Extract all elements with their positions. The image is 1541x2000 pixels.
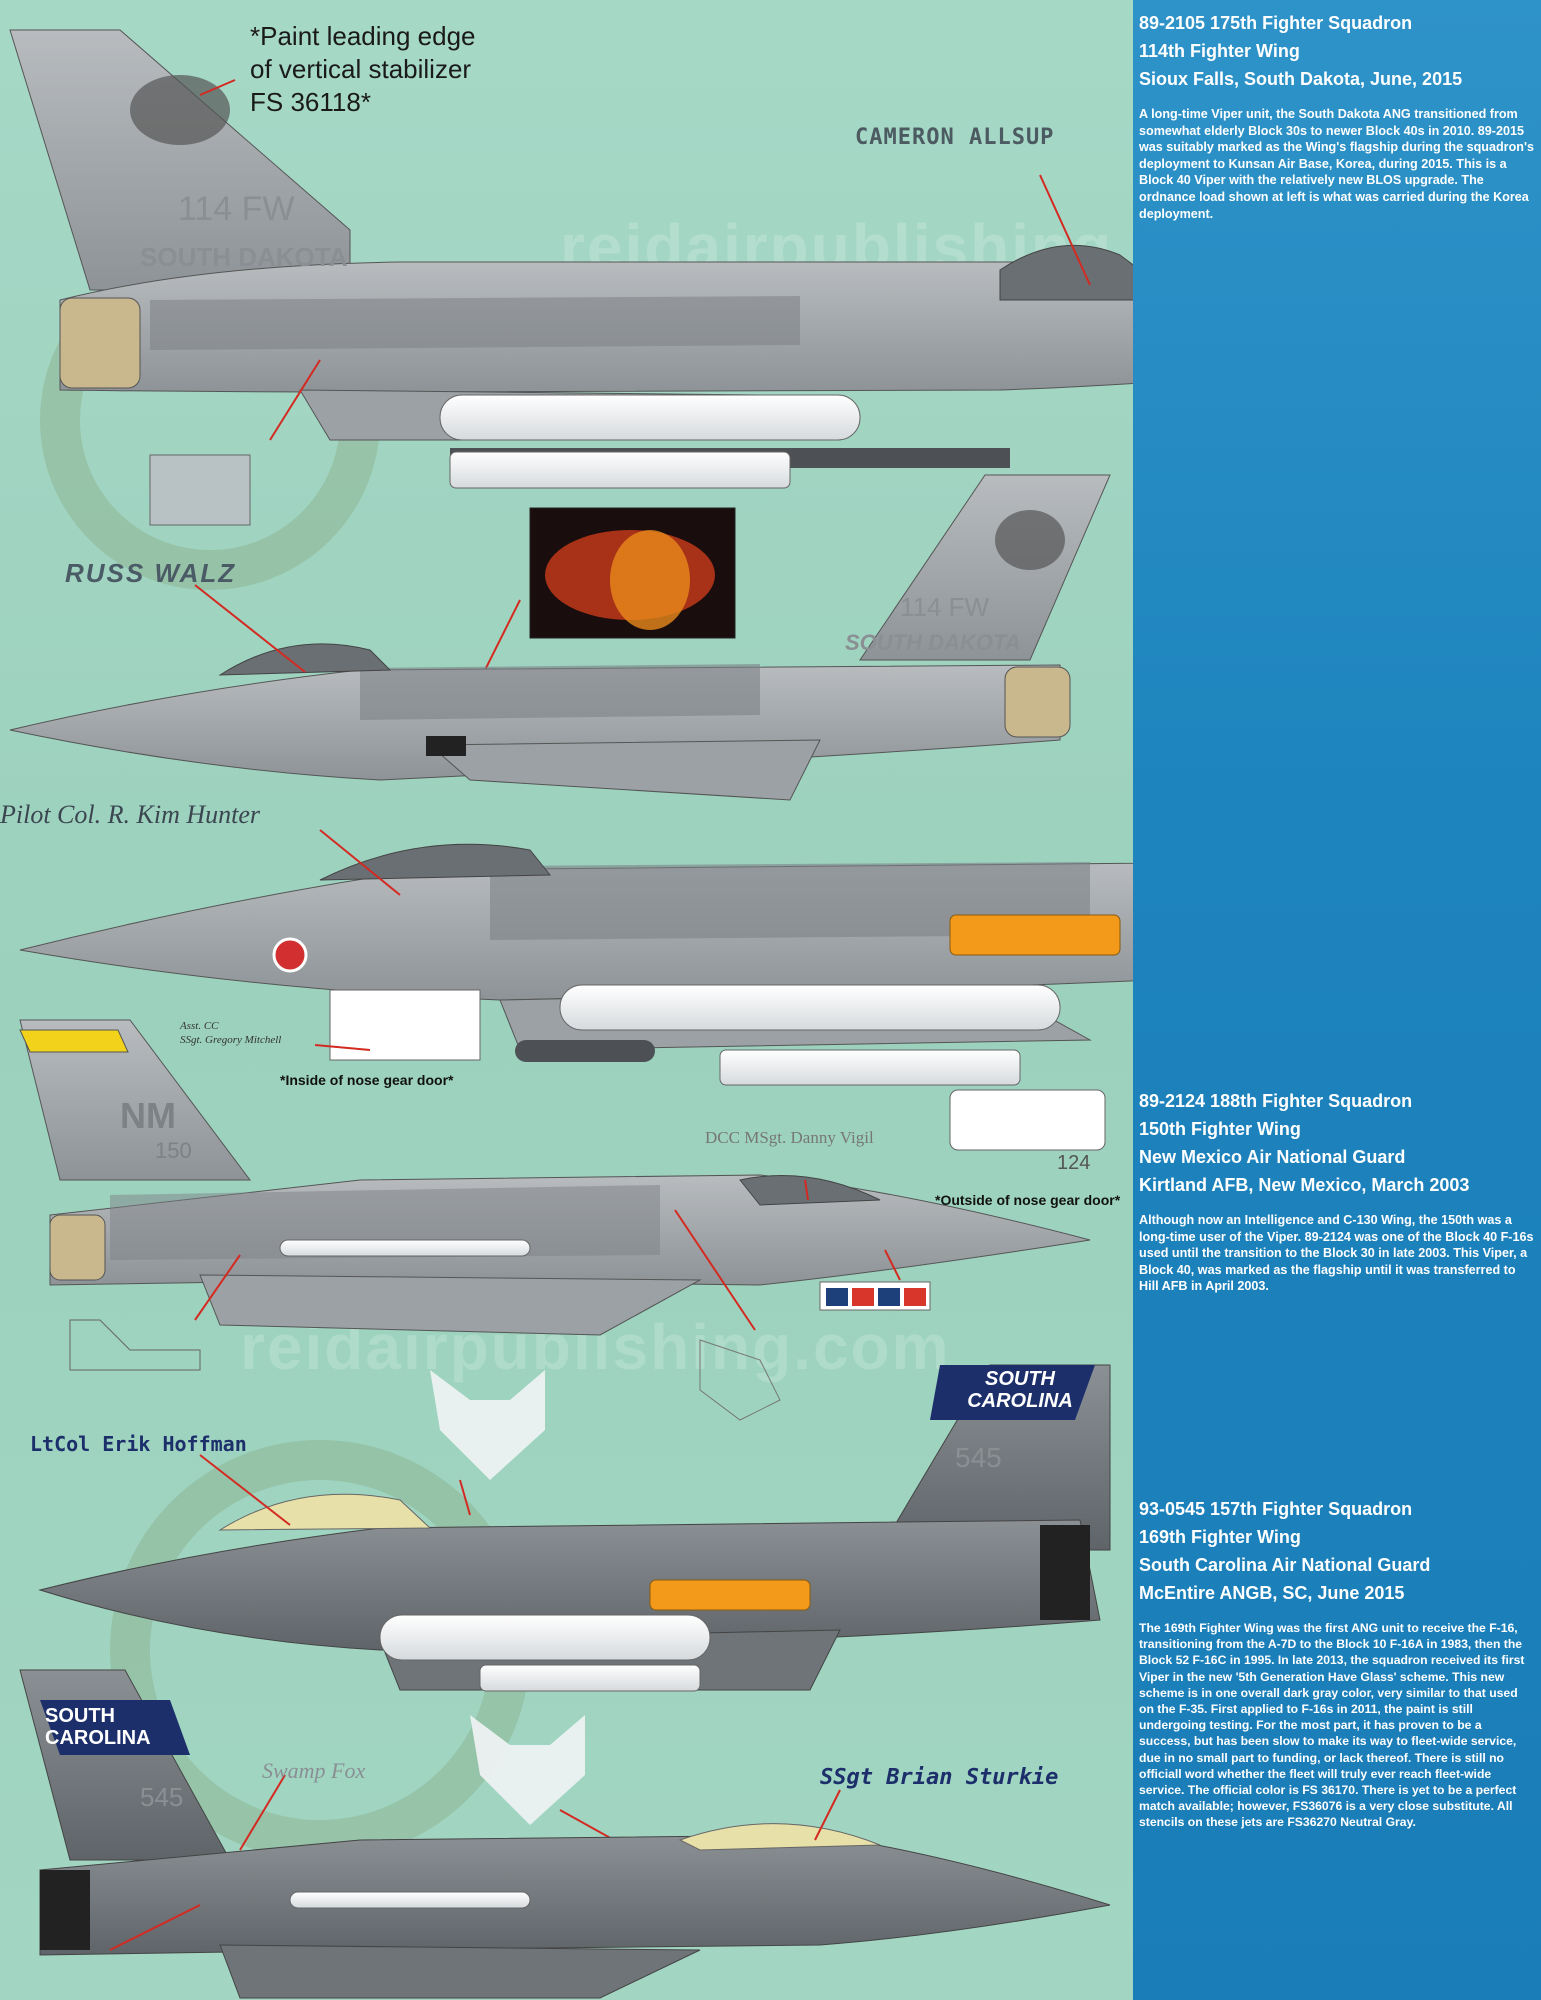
door-number-124: 124	[1057, 1152, 1091, 1174]
paint-note-line2: of vertical stabilizer	[250, 54, 472, 84]
section1-title2: 114th Fighter Wing	[1139, 41, 1300, 61]
tail-south-dakota-1: SOUTH DAKOTA	[140, 242, 348, 272]
tail-sc-2: SOUTH CAROLINA	[45, 1705, 195, 1749]
info-panel: 89-2105 175th Fighter Squadron 114th Fig…	[1133, 0, 1541, 2000]
section-93-0545: 93-0545 157th Fighter Squadron 169th Fig…	[1139, 1496, 1535, 1831]
paint-note-line3: FS 36118*	[250, 87, 371, 117]
name-russ-walz: RUSS WALZ	[65, 558, 237, 588]
tail-sc-1-line1: SOUTH	[985, 1368, 1055, 1390]
artwork-area: reidairpublishing.com reidairpublishing.…	[0, 0, 1133, 2000]
name-ssgt-mitchell: SSgt. Gregory Mitchell	[180, 1034, 282, 1046]
section2-title3: New Mexico Air National Guard	[1139, 1147, 1406, 1167]
section3-title1: 93-0545 157th Fighter Squadron	[1139, 1499, 1413, 1519]
paint-note-line1: *Paint leading edge	[250, 21, 476, 51]
tail-545-1: 545	[955, 1442, 1002, 1473]
section-89-2105: 89-2105 175th Fighter Squadron 114th Fig…	[1139, 10, 1535, 222]
note-inside-door: *Inside of nose gear door*	[280, 1072, 454, 1088]
tail-sc-2-line2: CAROLINA	[45, 1727, 151, 1749]
name-pilot-hunter: Pilot Col. R. Kim Hunter	[0, 800, 260, 829]
tail-sc-2-line1: SOUTH	[45, 1705, 115, 1727]
section3-body: The 169th Fighter Wing was the first ANG…	[1139, 1621, 1525, 1830]
tail-114fw-2: 114 FW	[900, 592, 990, 622]
name-asst-cc: Asst. CC	[180, 1020, 219, 1032]
name-hoffman: LtCol Erik Hoffman	[30, 1432, 247, 1456]
aircraft-2	[9, 474, 1111, 801]
note-outside-door: *Outside of nose gear door*	[935, 1192, 1121, 1208]
name-swamp-fox: Swamp Fox	[262, 1758, 366, 1783]
section1-title3: Sioux Falls, South Dakota, June, 2015	[1139, 69, 1463, 89]
section1-title1: 89-2105 175th Fighter Squadron	[1139, 13, 1413, 33]
tail-150-2: 150	[155, 1138, 192, 1163]
section3-title2: 169th Fighter Wing	[1139, 1527, 1301, 1547]
tail-545-2: 545	[140, 1782, 184, 1812]
section3-title3: South Carolina Air National Guard	[1139, 1555, 1431, 1575]
aircraft-5	[38, 1364, 1111, 1692]
aircraft-1	[9, 29, 1133, 526]
flagship-patch	[449, 507, 736, 741]
section-89-2124: 89-2124 188th Fighter Squadron 150th Fig…	[1139, 1088, 1535, 1295]
aircraft-artwork	[9, 29, 1133, 1999]
fox-emblem-1	[430, 1370, 545, 1516]
section3-title4: McEntire ANGB, SC, June 2015	[1139, 1583, 1405, 1603]
tail-sc-1: SOUTH CAROLINA	[945, 1368, 1095, 1412]
aircraft-6	[19, 1669, 1111, 1999]
section2-title4: Kirtland AFB, New Mexico, March 2003	[1139, 1175, 1470, 1195]
name-cameron-allsup: CAMERON ALLSUP	[855, 125, 1055, 150]
name-sturkie: SSgt Brian Sturkie	[820, 1765, 1059, 1790]
section1-body: A long-time Viper unit, the South Dakota…	[1139, 107, 1534, 221]
tail-nm-2: NM	[120, 1095, 176, 1136]
tail-sc-1-line2: CAROLINA	[967, 1390, 1073, 1412]
section2-body: Although now an Intelligence and C-130 W…	[1139, 1213, 1534, 1294]
paint-note: *Paint leading edge of vertical stabiliz…	[250, 20, 476, 119]
tail-south-dakota-2: SOUTH DAKOTA	[845, 630, 1021, 655]
aircraft-3	[19, 829, 1133, 1086]
section2-title1: 89-2124 188th Fighter Squadron	[1139, 1091, 1413, 1111]
section2-title2: 150th Fighter Wing	[1139, 1119, 1301, 1139]
tail-114fw-1: 114 FW	[178, 190, 295, 228]
name-dcc-vigil: DCC MSgt. Danny Vigil	[705, 1128, 874, 1147]
aircraft-4	[19, 1019, 1106, 1421]
